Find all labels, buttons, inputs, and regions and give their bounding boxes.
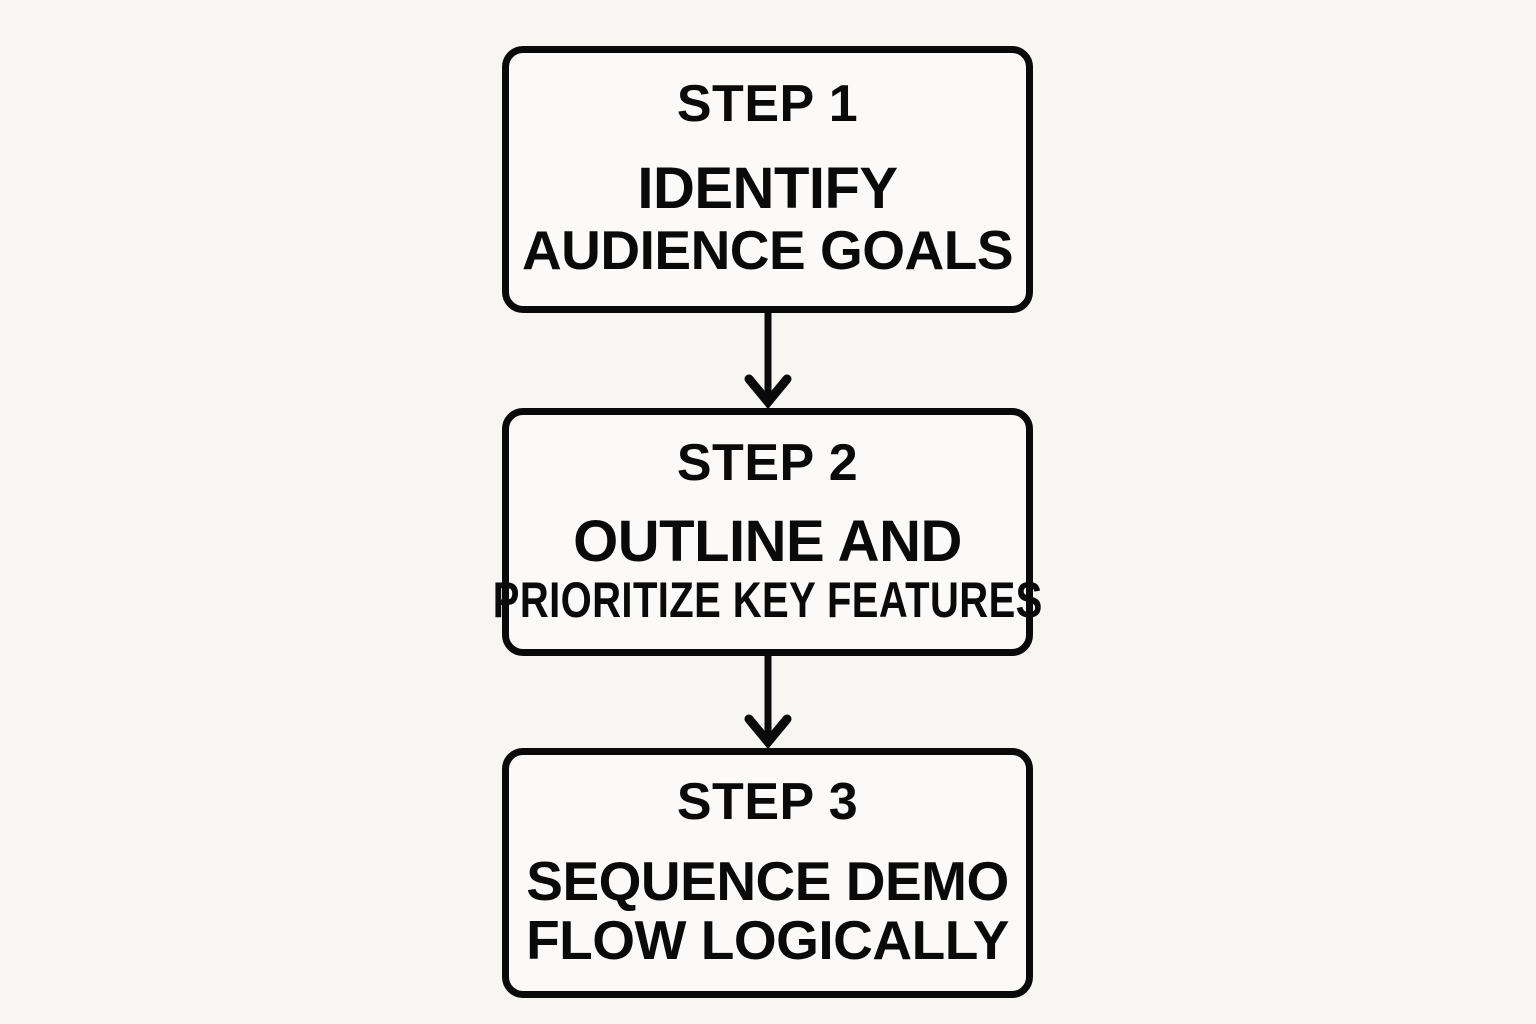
connector-arrow-step-1-to-step-2 — [744, 307, 792, 410]
step-2-body: OUTLINE AND PRIORITIZE KEY FEATURES — [424, 508, 1112, 629]
flowchart-node-step-2[interactable]: STEP 2 OUTLINE AND PRIORITIZE KEY FEATUR… — [493, 408, 1042, 656]
flowchart-node-step-1[interactable]: STEP 1 IDENTIFY AUDIENCE GOALS — [502, 46, 1033, 313]
flowchart-node-step-3[interactable]: STEP 3 SEQUENCE DEMO FLOW LOGICALLY — [502, 748, 1033, 998]
step-3-line-2: FLOW LOGICALLY — [526, 909, 1009, 971]
step-1-label: STEP 1 — [676, 75, 859, 134]
step-1-body: IDENTIFY AUDIENCE GOALS — [521, 156, 1014, 282]
step-1-line-2: AUDIENCE GOALS — [521, 219, 1014, 282]
step-3-line-1: SEQUENCE DEMO — [526, 849, 1009, 912]
connector-arrow-step-2-to-step-3 — [744, 650, 792, 750]
step-2-line-2: PRIORITIZE KEY FEATURES — [492, 572, 1043, 629]
step-2-line-1: OUTLINE AND — [573, 508, 962, 574]
step-2-label: STEP 2 — [676, 433, 859, 492]
step-3-label: STEP 3 — [676, 772, 859, 831]
step-1-line-1: IDENTIFY — [637, 156, 898, 222]
step-3-body: SEQUENCE DEMO FLOW LOGICALLY — [526, 849, 1009, 971]
